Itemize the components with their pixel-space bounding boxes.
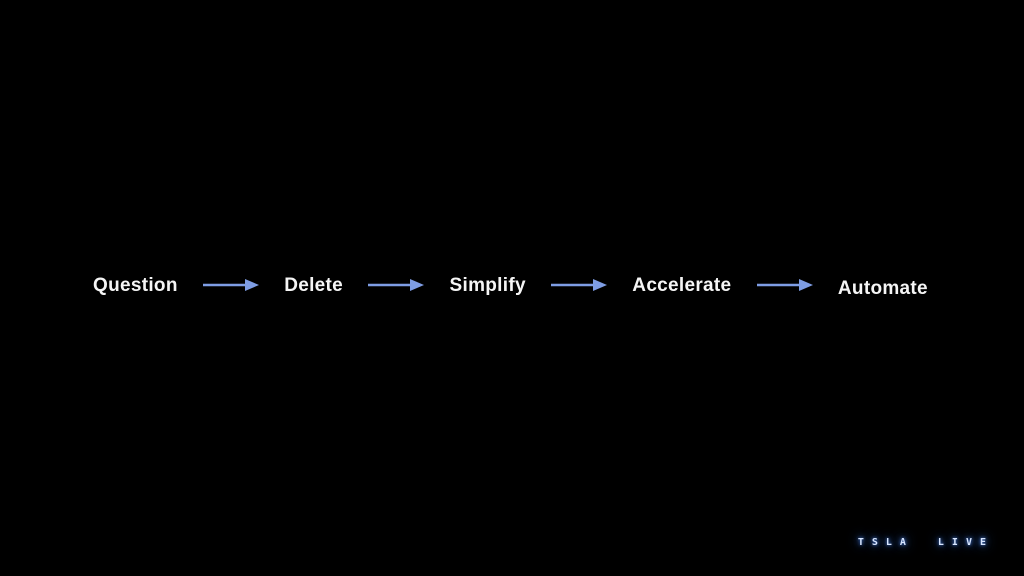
flow-step-delete: Delete [284,274,344,296]
flow-step-simplify: Simplify [449,274,526,296]
arrow-right-icon [368,278,425,292]
arrow-right-icon [756,278,813,292]
flow-step-automate: Automate [837,277,928,299]
flow-step-question: Question [93,274,178,296]
tsla-live-watermark: TSLA LIVE [857,537,994,548]
flow-step-accelerate: Accelerate [632,274,732,296]
arrow-right-icon [202,278,259,292]
arrow-right-icon [551,278,608,292]
process-flow: Question Delete Simplify Accelerate Auto… [93,264,928,306]
